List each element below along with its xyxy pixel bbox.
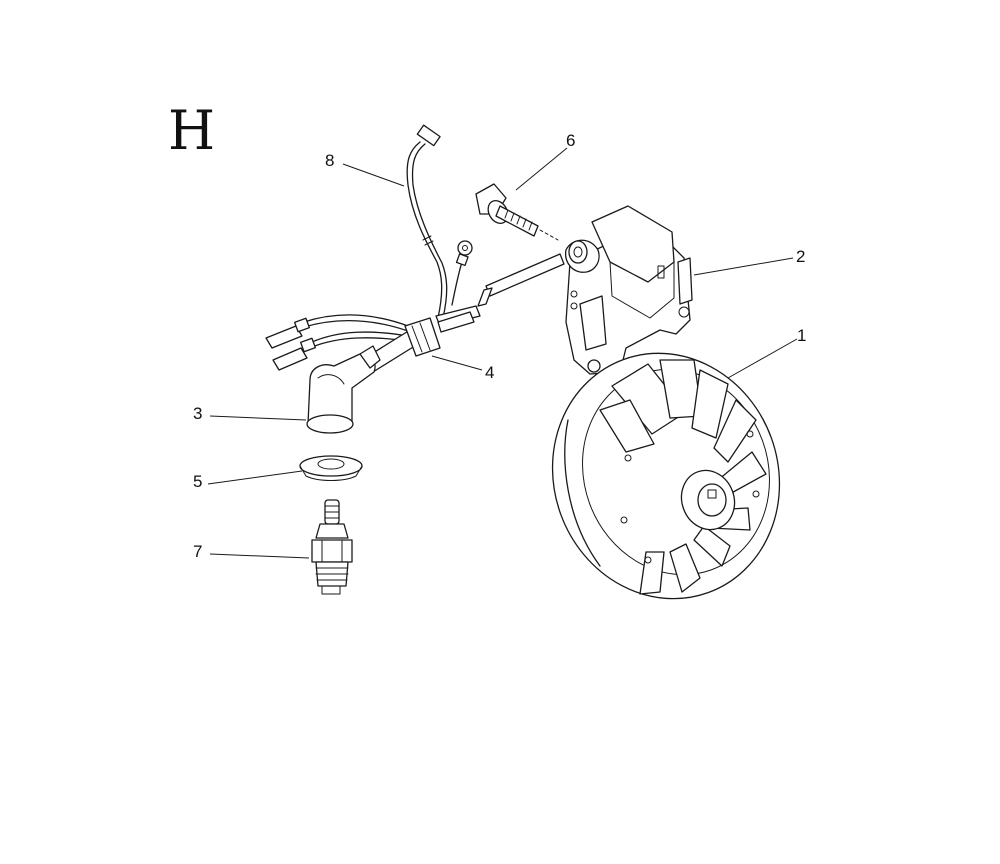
callout-6: 6 xyxy=(566,131,576,150)
leader-1 xyxy=(727,338,798,379)
bolt-drawing xyxy=(475,183,559,241)
leader-7 xyxy=(209,553,310,559)
callout-5: 5 xyxy=(193,472,203,491)
spark-plug-cap-drawing xyxy=(306,345,381,434)
spark-plug-drawing xyxy=(311,499,353,595)
callout-2: 2 xyxy=(796,247,806,266)
callout-3: 3 xyxy=(193,404,203,423)
leader-5 xyxy=(207,470,303,485)
leader-4 xyxy=(431,355,483,371)
leader-2 xyxy=(693,257,794,276)
washer-drawing xyxy=(299,455,363,481)
leader-6 xyxy=(515,147,568,191)
leader-3 xyxy=(209,415,307,421)
callout-1: 1 xyxy=(797,326,807,345)
leader-lines xyxy=(207,147,798,559)
wire-harness-drawing xyxy=(265,124,481,371)
callout-4: 4 xyxy=(485,363,495,382)
leader-8 xyxy=(342,163,405,187)
flywheel-drawing xyxy=(551,352,781,600)
sheet-letter: H xyxy=(168,99,216,162)
callout-8: 8 xyxy=(325,151,335,170)
callout-7: 7 xyxy=(193,542,203,561)
ignition-coil-drawing xyxy=(564,205,693,375)
